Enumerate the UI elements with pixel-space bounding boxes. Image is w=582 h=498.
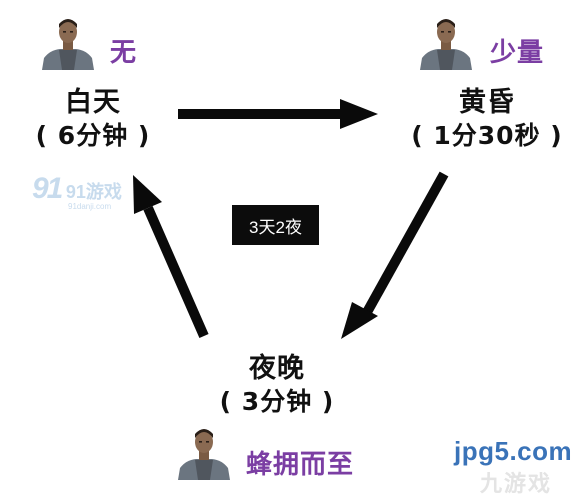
dusk-zombie-level: 少量 xyxy=(490,38,545,68)
night-phase-duration: ( 3分钟 ) xyxy=(219,387,335,416)
arrow-dusk-to-night xyxy=(341,171,449,339)
dusk-phase-duration: ( 1分30秒 ) xyxy=(411,121,563,150)
cycle-length-badge: 3天2夜 xyxy=(232,205,319,245)
corner-watermark: jpg5.com xyxy=(454,436,573,466)
survivor-portrait-icon xyxy=(40,14,96,70)
survivor-portrait-icon xyxy=(176,424,232,480)
arrow-day-to-dusk xyxy=(178,99,378,129)
site-logo-watermark: 91 91游戏 91danji.com xyxy=(32,172,122,211)
survivor-portrait-icon xyxy=(418,14,474,70)
day-phase-duration: ( 6分钟 ) xyxy=(35,121,151,150)
dusk-phase-name: 黄昏 xyxy=(459,87,515,118)
site-logo-url: 91danji.com xyxy=(68,202,112,211)
site-logo-text: 91游戏 xyxy=(65,182,122,202)
night-zombie-level: 蜂拥而至 xyxy=(246,450,355,480)
night-phase-name: 夜晚 xyxy=(249,353,305,384)
day-phase-name: 白天 xyxy=(65,87,121,118)
corner-watermark-shadow: 九游戏 xyxy=(480,471,553,496)
day-zombie-level: 无 xyxy=(110,38,138,68)
arrow-night-to-day xyxy=(133,175,209,339)
site-logo-number: 91 xyxy=(32,172,63,205)
